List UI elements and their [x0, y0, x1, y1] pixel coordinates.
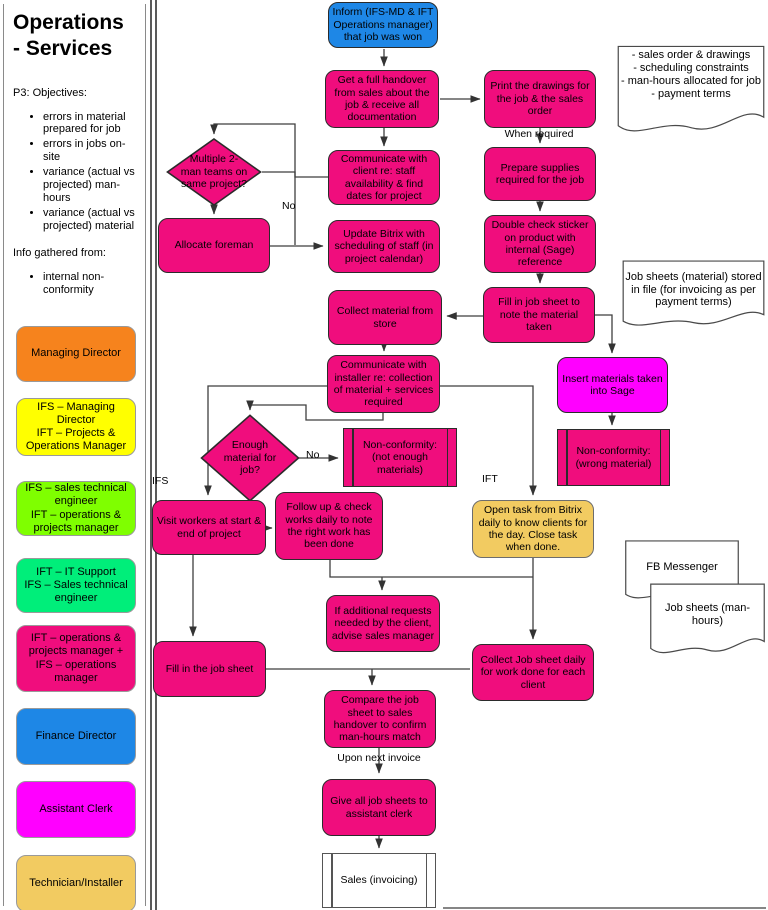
edge-label-no: No: [306, 449, 320, 461]
decision-label: Multiple 2-man teams on same project?: [180, 153, 248, 191]
edge-label-ift: IFT: [482, 473, 498, 485]
node-collect-jobsheet-daily: Collect Job sheet daily for work done fo…: [472, 644, 594, 701]
legend-operations-managers: IFT – operations & projects manager + IF…: [16, 625, 136, 692]
legend-technician-installer: Technician/Installer: [16, 855, 136, 910]
node-follow-up-check: Follow up & check works daily to note th…: [275, 492, 383, 560]
document-job-sheets-material: Job sheets (material) stored in file (fo…: [621, 260, 766, 332]
objectives-heading: P3: Objectives:: [13, 86, 87, 99]
objectives-list: errors in material prepared for job erro…: [13, 111, 137, 234]
document-shape: [621, 260, 766, 332]
objective-item: variance (actual vs projected) man-hours: [43, 166, 137, 205]
node-get-full-handover: Get a full handover from sales about the…: [325, 70, 439, 128]
node-double-check-sticker: Double check sticker on product with int…: [484, 215, 596, 273]
node-allocate-foreman: Allocate foreman: [158, 218, 270, 273]
legend-managing-director: Managing Director: [16, 326, 136, 382]
node-fill-jobsheet-material: Fill in job sheet to note the material t…: [483, 287, 595, 343]
page-title: Operations - Services: [13, 11, 124, 61]
legend-ift-it-support: IFT – IT Support IFS – Sales technical e…: [16, 558, 136, 613]
divider-line: [150, 0, 152, 910]
objective-item: errors in material prepared for job: [43, 111, 137, 137]
sidebar-text-block: Operations - Services P3: Objectives: er…: [4, 4, 145, 297]
document-shape: [616, 45, 766, 140]
divider-line: [155, 0, 157, 910]
document-text: - sales order & drawings - scheduling co…: [620, 49, 761, 100]
document-text: FB Messenger: [646, 560, 718, 573]
edge-label-ifs: IFS: [152, 475, 169, 487]
info-heading: Info gathered from:: [13, 247, 106, 260]
document-handover-contents: - sales order & drawings - scheduling co…: [616, 45, 766, 140]
subprocess-nonconformity-not-enough: Non-conformity: (not enough materials): [343, 428, 457, 487]
node-print-drawings: Print the drawings for the job & the sal…: [484, 70, 596, 128]
subprocess-nonconformity-wrong-material: Non-conformity: (wrong material): [557, 429, 670, 486]
node-prepare-supplies: Prepare supplies required for the job: [484, 147, 596, 201]
subprocess-sales-invoicing: Sales (invoicing): [322, 853, 436, 908]
decision-label: Enough material for job?: [223, 439, 277, 477]
node-inform-job-won: Inform (IFS-MD & IFT Operations manager)…: [328, 2, 438, 48]
decision-enough-material: Enough material for job?: [200, 414, 300, 502]
node-additional-requests: If additional requests needed by the cli…: [326, 595, 440, 652]
decision-multiple-teams: Multiple 2-man teams on same project?: [166, 138, 262, 206]
legend-finance-director: Finance Director: [16, 708, 136, 765]
info-item: internal non-conformity: [43, 271, 137, 297]
node-compare-jobsheet: Compare the job sheet to sales handover …: [324, 690, 436, 748]
legend-ifs-md-ift-projects: IFS – Managing Director IFT – Projects &…: [16, 398, 136, 456]
legend-ifs-sales-engineer: IFS – sales technical engineer IFT – ope…: [16, 481, 136, 536]
edge-label-when-required: When required: [504, 128, 574, 140]
sidebar: Operations - Services P3: Objectives: er…: [3, 4, 146, 910]
node-collect-material-store: Collect material from store: [328, 290, 442, 345]
node-update-bitrix: Update Bitrix with scheduling of staff (…: [328, 220, 440, 273]
node-open-task-bitrix: Open task from Bitrix daily to know clie…: [472, 500, 594, 558]
objective-item: errors in jobs on-site: [43, 138, 137, 164]
node-communicate-with-installer: Communicate with installer re: collectio…: [327, 355, 440, 413]
diamond-shape: [166, 138, 262, 206]
node-fill-in-jobsheet: Fill in the job sheet: [153, 641, 266, 697]
node-insert-materials-sage: Insert materials taken into Sage: [557, 357, 668, 413]
edge-label-no: No: [282, 200, 296, 212]
edge-label-upon-next-invoice: Upon next invoice: [337, 752, 421, 764]
info-list: internal non-conformity: [13, 271, 137, 297]
node-visit-workers: Visit workers at start & end of project: [152, 500, 266, 555]
document-shape: [649, 583, 766, 660]
document-text: Job sheets (material) stored in file (fo…: [625, 270, 762, 309]
document-job-sheets-man-hours: Job sheets (man-hours): [649, 583, 766, 660]
node-give-jobsheets-clerk: Give all job sheets to assistant clerk: [322, 779, 436, 836]
legend-assistant-clerk: Assistant Clerk: [16, 781, 136, 838]
objective-item: variance (actual vs projected) material: [43, 207, 137, 233]
node-communicate-with-client: Communicate with client re: staff availa…: [328, 150, 440, 205]
document-text: Job sheets (man-hours): [665, 601, 750, 627]
